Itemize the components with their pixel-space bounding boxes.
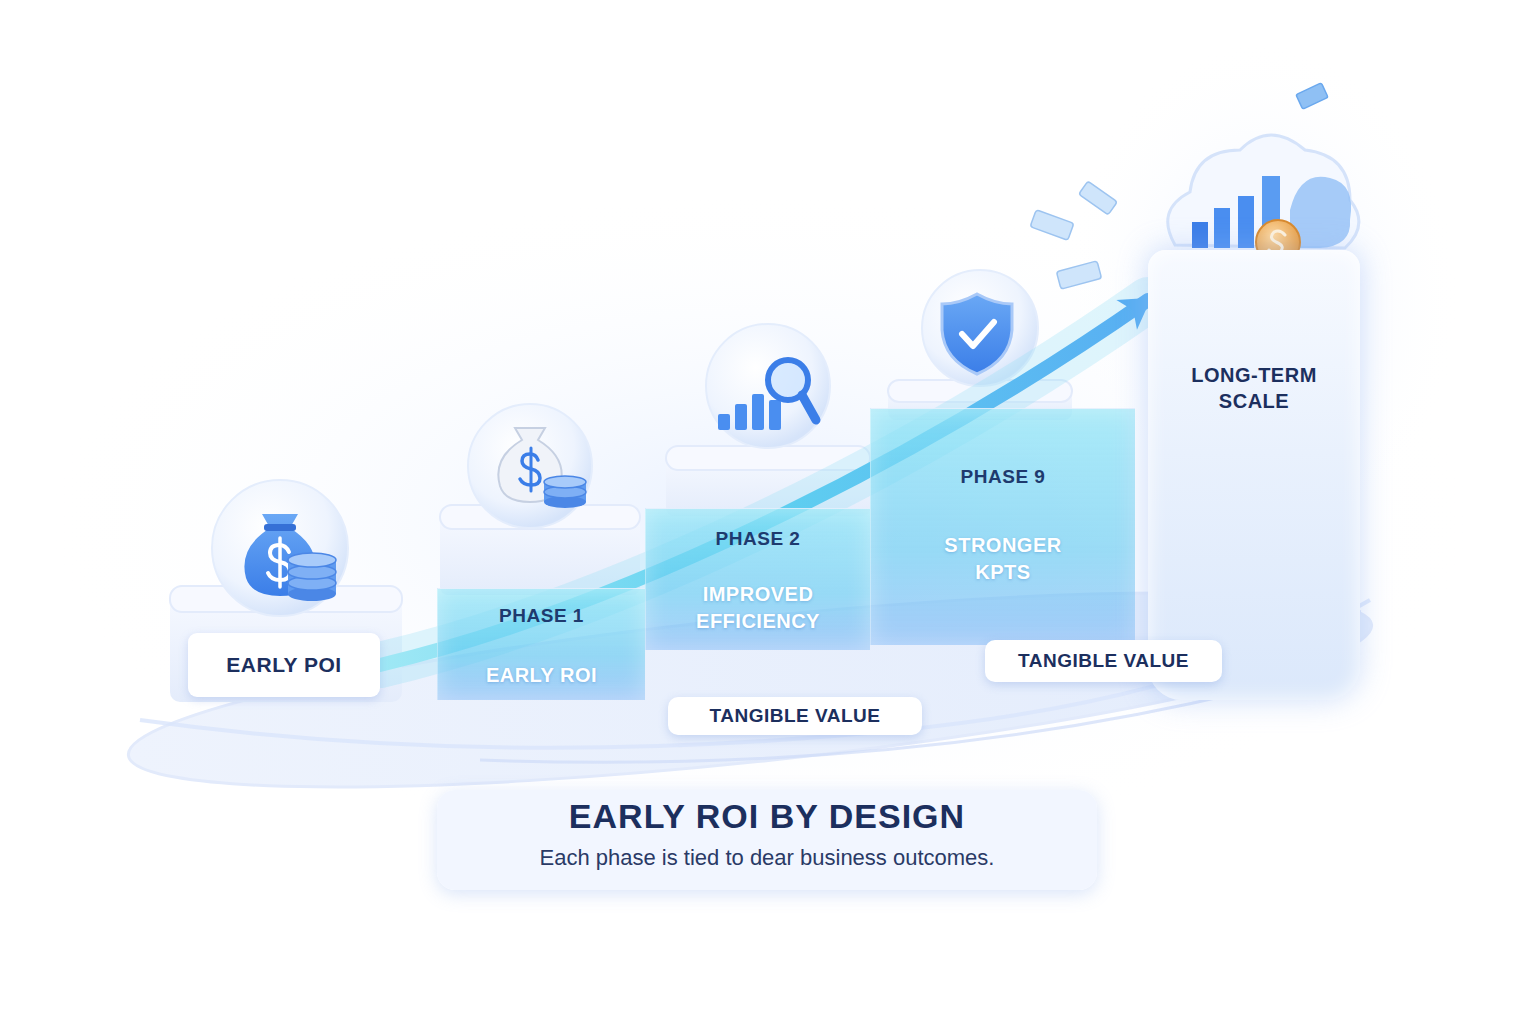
cloud-chart-icon <box>1168 135 1359 264</box>
scale-pillar: LONG-TERM SCALE <box>1148 250 1360 700</box>
node-heading: PHASE 2 <box>716 527 801 551</box>
node-label: STRONGER KPTS <box>928 532 1078 586</box>
node-label: EARLY ROI <box>486 662 597 689</box>
background-glow <box>40 190 1480 850</box>
icon-globe <box>468 404 592 528</box>
growth-arrow <box>380 300 1148 665</box>
icon-globe <box>212 480 348 616</box>
money-bag-icon <box>244 514 336 601</box>
node-heading: TANGIBLE VALUE <box>710 705 881 727</box>
diagram-title: EARLY ROI BY DESIGN <box>437 797 1097 836</box>
icon-globe <box>706 324 830 448</box>
coin-stack <box>288 553 336 601</box>
shield-icon <box>942 294 1012 374</box>
node-heading: PHASE 1 <box>499 604 584 628</box>
node-heading: EARLY POI <box>226 653 341 677</box>
node-heading: LONG-TERM SCALE <box>1184 362 1324 414</box>
diagram-caption: Each phase is tied to dear business outc… <box>437 845 1097 871</box>
phase-block: PHASE 2 IMPROVED EFFICIENCY <box>645 508 870 650</box>
node-heading: TANGIBLE VALUE <box>1018 650 1189 672</box>
phase-block: PHASE 9 STRONGER KPTS <box>870 408 1135 645</box>
value-pill: TANGIBLE VALUE <box>668 697 922 735</box>
phase-block: PHASE 1 EARLY ROI <box>437 588 645 700</box>
money-bag-icon <box>498 428 586 508</box>
value-pill: TANGIBLE VALUE <box>985 640 1222 682</box>
node-heading: PHASE 9 <box>961 465 1046 489</box>
analytics-icon <box>718 360 816 430</box>
node-label: IMPROVED EFFICIENCY <box>668 581 848 635</box>
label-box: EARLY POI <box>188 633 380 697</box>
